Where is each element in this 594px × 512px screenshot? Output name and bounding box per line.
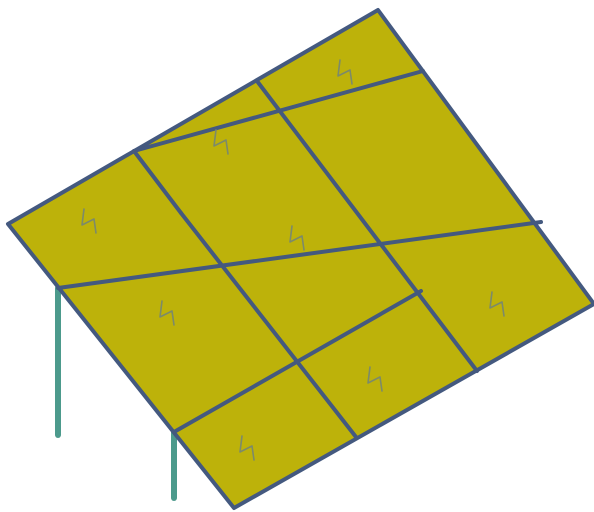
panel-surface: [8, 10, 594, 508]
